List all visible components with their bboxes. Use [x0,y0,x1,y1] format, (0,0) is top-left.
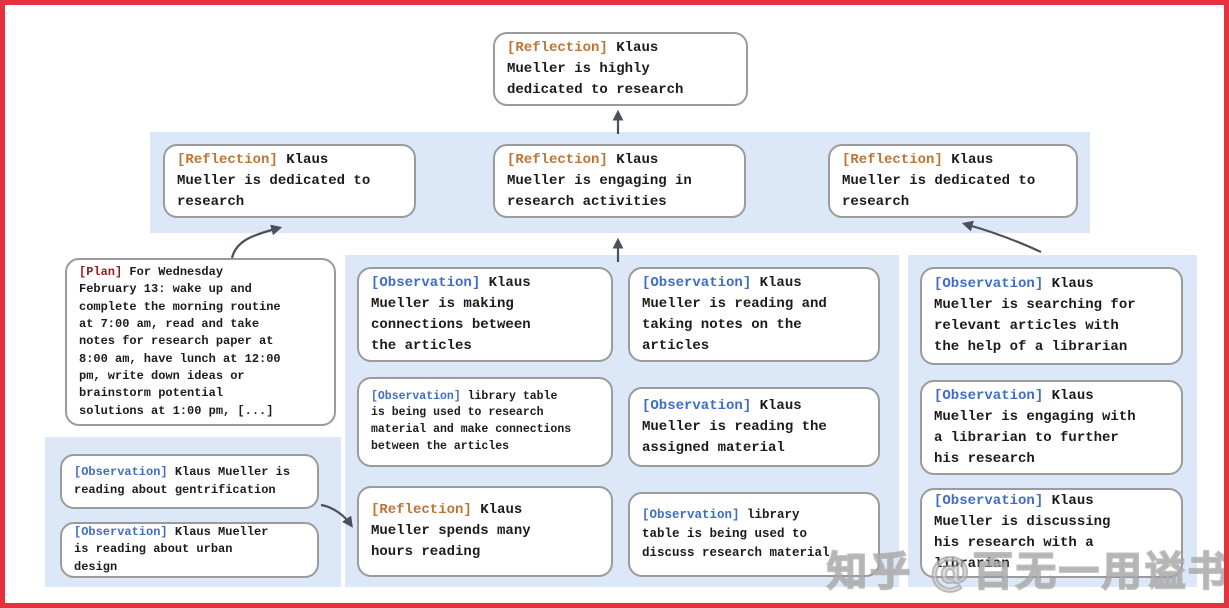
node-body-text: Klaus Mueller is searching for relevant … [934,276,1136,355]
node-body-text: Klaus Mueller is reading the assigned ma… [642,397,827,456]
node-text: [Observation] Klaus Mueller is reading a… [642,273,837,357]
plan-tag-label: [Plan] [79,264,123,279]
node-text: [Observation] Klaus Mueller is reading a… [74,464,299,499]
node-body-text: For Wednesday February 13: wake up and c… [79,264,281,418]
node-mid1-observation-library-research: [Observation] library table is being use… [357,377,613,467]
reflection-tag-label: [Reflection] [842,151,943,168]
node-body-text: Klaus Mueller is reading and taking note… [642,274,827,354]
node-text: [Observation] library table is being use… [371,389,574,456]
observation-tag-label: [Observation] [642,274,752,291]
node-body-text: library table is being used to research … [371,389,572,453]
node-right-observation-discussing-research: [Observation] Klaus Mueller is discussin… [920,488,1183,578]
node-text: [Observation] library table is being use… [642,506,834,562]
node-root-reflection: [Reflection] Klaus Mueller is highly ded… [493,32,748,106]
node-body-text: library table is being used to discuss r… [642,508,830,560]
node-mid1-observation-connections: [Observation] Klaus Mueller is making co… [357,267,613,362]
node-right-observation-searching-articles: [Observation] Klaus Mueller is searching… [920,267,1183,365]
observation-tag-label: [Observation] [371,389,461,403]
node-left-observation-1: [Observation] Klaus Mueller is reading a… [60,454,319,509]
node-body-text: Klaus Mueller is highly dedicated to res… [507,39,684,98]
node-body-text: Klaus Mueller spends many hours reading [371,502,531,560]
node-band-reflection-3: [Reflection] Klaus Mueller is dedicated … [828,144,1078,218]
node-body-text: Klaus Mueller is engaging in research ac… [507,151,692,210]
node-body-text: Klaus Mueller is making connections betw… [371,274,531,354]
node-text: [Reflection] Klaus Mueller spends many h… [371,500,543,563]
node-left-observation-2: [Observation] Klaus Mueller is reading a… [60,522,319,578]
node-text: [Plan] For Wednesday February 13: wake u… [79,264,284,421]
node-mid2-observation-library-discuss: [Observation] library table is being use… [628,492,880,577]
node-right-observation-engaging-librarian: [Observation] Klaus Mueller is engaging … [920,380,1183,475]
node-text: [Reflection] Klaus Mueller is highly ded… [507,38,707,101]
node-text: [Observation] Klaus Mueller is making co… [371,273,546,357]
node-band-reflection-1: [Reflection] Klaus Mueller is dedicated … [163,144,416,218]
node-text: [Reflection] Klaus Mueller is engaging i… [507,150,709,213]
node-text: [Observation] Klaus Mueller is reading a… [74,524,279,576]
node-text: [Observation] Klaus Mueller is reading t… [642,396,837,459]
observation-tag-label: [Observation] [642,397,752,414]
node-text: [Reflection] Klaus Mueller is dedicated … [177,150,379,213]
reflection-tag-label: [Reflection] [507,39,608,56]
node-body-text: Klaus Mueller is discussing his research… [934,493,1111,572]
node-text: [Observation] Klaus Mueller is discussin… [934,491,1119,575]
node-body-text: Klaus Mueller is dedicated to research [177,151,371,210]
observation-tag-label: [Observation] [934,276,1044,292]
node-mid2-observation-assigned-material: [Observation] Klaus Mueller is reading t… [628,387,880,467]
reflection-tag-label: [Reflection] [177,151,278,168]
node-text: [Reflection] Klaus Mueller is dedicated … [842,150,1044,213]
node-body-text: Klaus Mueller is reading about urban des… [74,524,269,574]
node-mid2-observation-taking-notes: [Observation] Klaus Mueller is reading a… [628,267,880,362]
observation-tag-label: [Observation] [642,508,740,523]
node-text: [Observation] Klaus Mueller is engaging … [934,386,1139,470]
node-text: [Observation] Klaus Mueller is searching… [934,274,1139,358]
reflection-tag-label: [Reflection] [507,151,608,168]
watermark-text: 知乎 @百无一用谥书生 [826,548,1229,596]
node-body-text: Klaus Mueller is engaging with a librari… [934,387,1136,467]
node-body-text: Klaus Mueller is reading about gentrific… [74,465,291,497]
node-plan: [Plan] For Wednesday February 13: wake u… [65,258,336,426]
node-band-reflection-2: [Reflection] Klaus Mueller is engaging i… [493,144,746,218]
node-body-text: Klaus Mueller is dedicated to research [842,151,1036,210]
reflection-tag-label: [Reflection] [371,502,472,518]
observation-tag-label: [Observation] [934,493,1044,509]
node-mid1-reflection-hours-reading: [Reflection] Klaus Mueller spends many h… [357,486,613,577]
observation-tag-label: [Observation] [74,465,168,480]
observation-tag-label: [Observation] [934,387,1044,404]
observation-tag-label: [Observation] [371,274,481,291]
observation-tag-label: [Observation] [74,524,168,539]
